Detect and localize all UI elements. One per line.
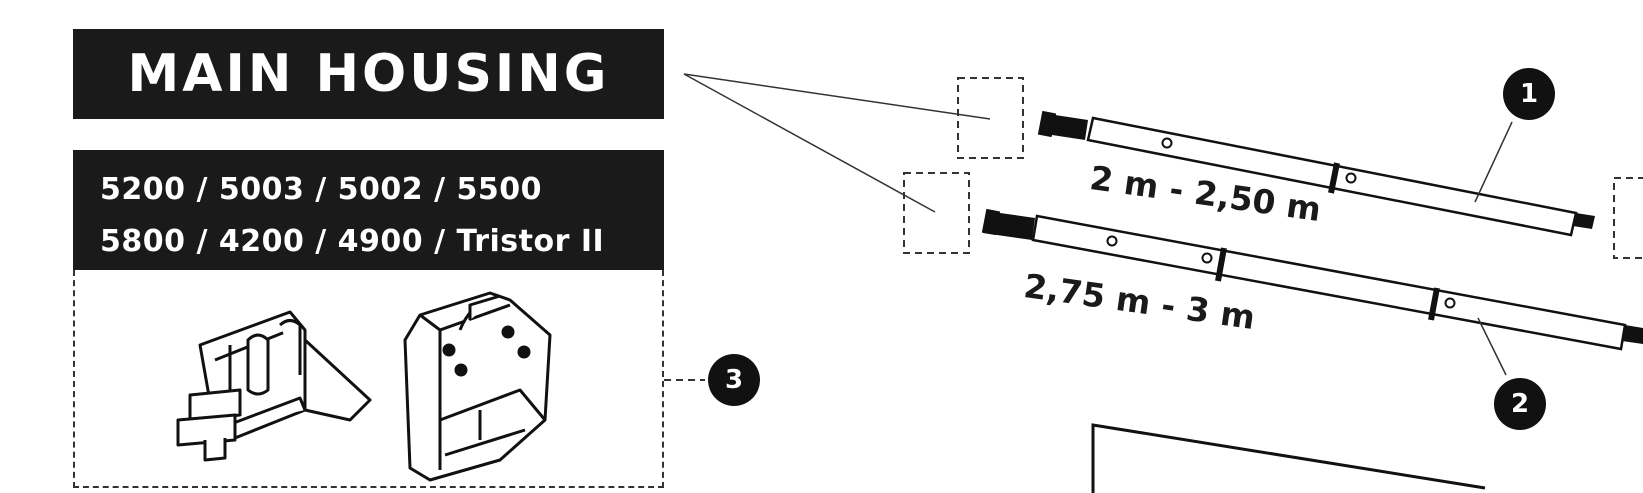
models-line-2: 5800 / 4200 / 4900 / Tristor II <box>100 224 605 259</box>
callout-3: 3 <box>708 354 760 406</box>
callout-2-leader <box>1477 317 1507 376</box>
main-housing-title: MAIN HOUSING <box>73 29 664 119</box>
arm-2 <box>981 208 1643 376</box>
compatible-models-box: 5200 / 5003 / 5002 / 5500 5800 / 4200 / … <box>73 150 664 270</box>
main-housing-title-text: MAIN HOUSING <box>127 44 610 104</box>
right-end-box <box>1613 177 1643 259</box>
callout-1: 1 <box>1503 68 1555 120</box>
housing-part-a <box>176 310 372 462</box>
base-plate-partial <box>1091 423 1486 493</box>
callout-1-leader <box>1474 121 1513 203</box>
housing-parts-panel <box>73 270 664 488</box>
models-line-1: 5200 / 5003 / 5002 / 5500 <box>100 172 543 207</box>
callout-3-number: 3 <box>724 365 744 395</box>
housing-part-b <box>403 291 552 482</box>
callout-2-number: 2 <box>1510 389 1530 419</box>
title-leader-lines <box>683 73 991 213</box>
callout-1-number: 1 <box>1519 79 1539 109</box>
arm-1 <box>1037 110 1595 237</box>
callout-2: 2 <box>1494 378 1546 430</box>
lower-end-box <box>903 172 970 254</box>
upper-end-box <box>957 77 1024 159</box>
